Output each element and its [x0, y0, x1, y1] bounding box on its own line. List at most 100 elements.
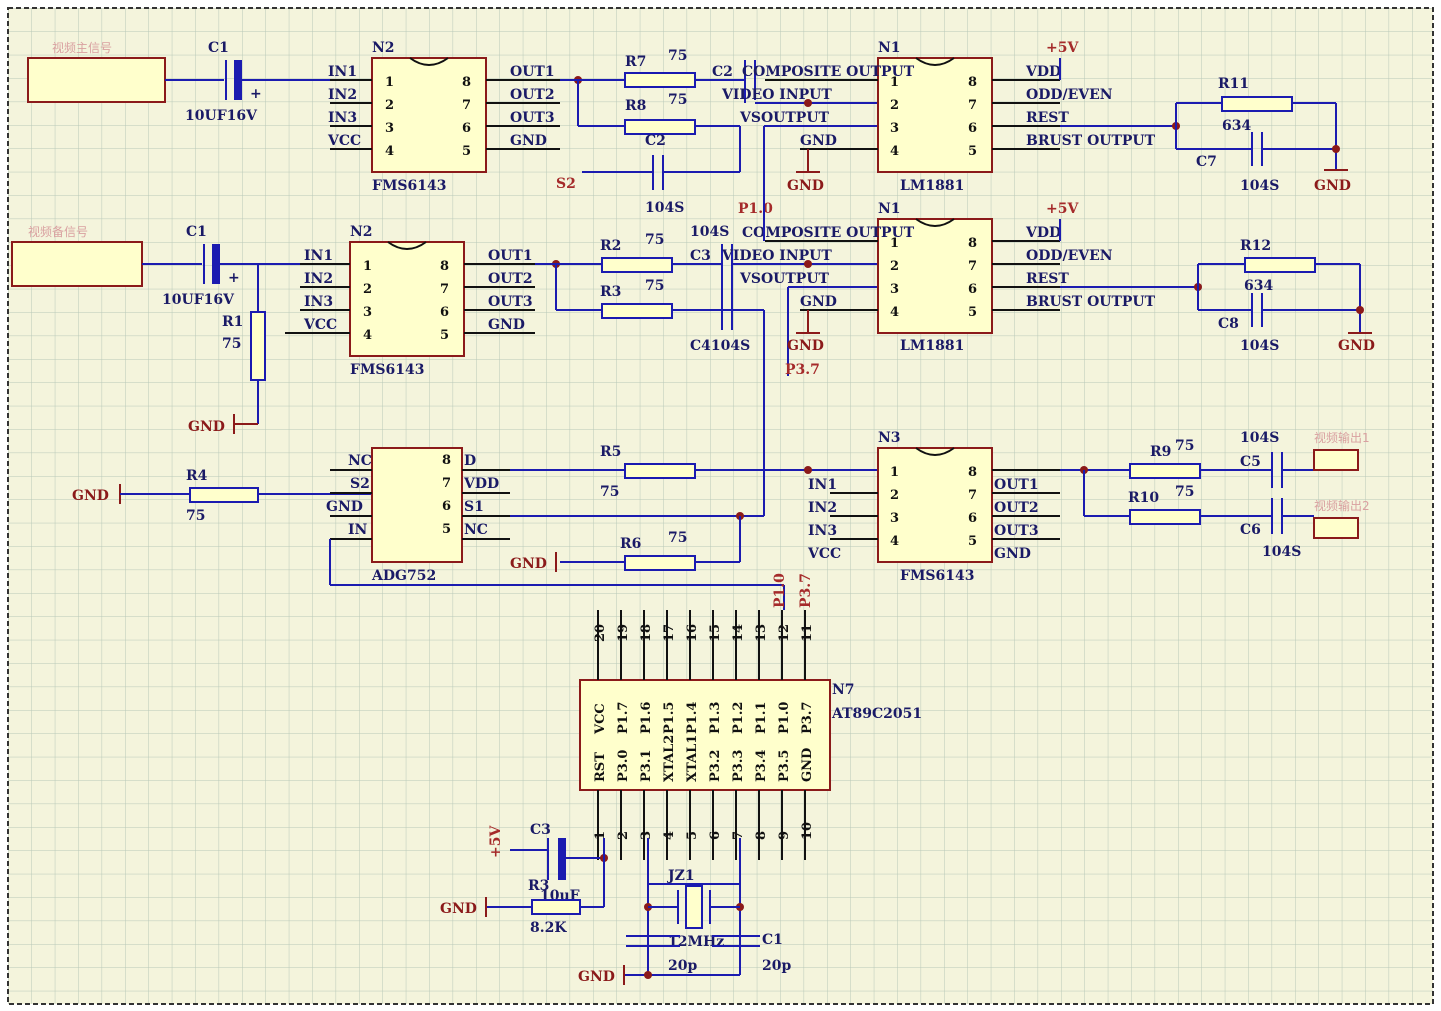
mcu-pin-name: P1.4 [685, 702, 700, 734]
output-1-label: 视频输出1 [1314, 430, 1370, 445]
s2-r1-ref: R1 [222, 314, 243, 330]
svg-text:5: 5 [440, 328, 449, 343]
s2-gnd-label: GND [188, 419, 225, 435]
svg-text:7: 7 [462, 98, 471, 113]
s3-gnd2-label: GND [510, 556, 547, 572]
s3-amp-out3: OUT3 [994, 523, 1039, 539]
s2-r2-val: 75 [645, 232, 664, 248]
s2-sep-out3: REST [1026, 271, 1069, 287]
mcu-pin-name: XTAL2 [662, 735, 677, 782]
s3-amp-in2: IN2 [808, 500, 837, 516]
s3-amp-out1: OUT1 [994, 477, 1039, 493]
svg-text:7: 7 [968, 98, 977, 113]
svg-text:1: 1 [890, 75, 899, 90]
s2-r12-ref: R12 [1240, 238, 1271, 254]
s2-cap-val: 10UF16V [162, 292, 235, 308]
s2-sep-out4: BRUST OUTPUT [1026, 294, 1156, 310]
s3-r9-ref: R9 [1150, 444, 1171, 460]
sheet-border [7, 7, 1434, 1005]
s1-amp-gnd: GND [510, 133, 547, 149]
s1-sep-in3: VSOUTPUT [739, 110, 830, 126]
s3-r10 [1129, 509, 1201, 525]
s1-r8 [624, 119, 696, 135]
svg-text:6: 6 [968, 121, 977, 136]
s2-amp-in1: IN1 [304, 248, 333, 264]
s3-amp-in1: IN1 [808, 477, 837, 493]
s1-amp-in2: IN2 [328, 87, 357, 103]
mcu-pin-name: P3.7 [800, 702, 815, 734]
s3-amp-gnd: GND [994, 546, 1031, 562]
mcu-pin-name: P1.6 [639, 702, 654, 734]
s3-r4-val: 75 [186, 508, 205, 524]
mcu-top-pin-number: 15 [708, 624, 723, 642]
s1-c2-ref: C2 [645, 133, 666, 149]
s1-sep-out4: BRUST OUTPUT [1026, 133, 1156, 149]
svg-text:8: 8 [440, 259, 449, 274]
svg-text:4: 4 [890, 305, 899, 320]
mcu-bottom-pin-number: 6 [708, 831, 723, 840]
s1-amp-out1: OUT1 [510, 64, 555, 80]
mcu-crystal [685, 885, 703, 929]
s3-r6 [624, 555, 696, 571]
s3-sw-l3: GND [326, 499, 363, 515]
mcu-r3-val: 8.2K [530, 920, 567, 936]
s1-vcc-label: +5V [1046, 40, 1079, 56]
mcu-pin-name: P1.5 [662, 702, 677, 734]
s1-gnd2-label: GND [1314, 178, 1351, 194]
output-2-label: 视频输出2 [1314, 498, 1370, 513]
mcu-bottom-pin-number: 3 [639, 831, 654, 840]
mcu-pin-name: P3.5 [777, 750, 792, 782]
s1-s2-label: S2 [556, 176, 576, 192]
mcu-top-pin-number: 20 [593, 624, 608, 642]
s2-sep-part: LM1881 [900, 338, 964, 354]
s3-sw-r2: VDD [463, 476, 499, 492]
mcu-top-pin-number: 19 [616, 624, 631, 642]
s2-amp-ref: N2 [350, 224, 373, 240]
s3-amp-vcc: VCC [807, 546, 841, 562]
s2-cap-ref: C1 [186, 224, 207, 240]
s1-amp-part: FMS6143 [372, 178, 447, 194]
svg-text:7: 7 [440, 282, 449, 297]
s3-c-val-bot: 104S [1262, 544, 1301, 560]
s3-r6-val: 75 [668, 530, 687, 546]
s1-r7-ref: R7 [625, 54, 646, 70]
s2-amp-in3: IN3 [304, 294, 333, 310]
s2-amp-in2: IN2 [304, 271, 333, 287]
s2-c8-val: 104S [1240, 338, 1279, 354]
mcu-r3 [531, 899, 581, 915]
s2-sep-in1: COMPOSITE OUTPUT [742, 225, 915, 241]
mcu-gnd-label: GND [440, 901, 477, 917]
s3-r4 [189, 487, 259, 503]
svg-text:1: 1 [890, 465, 899, 480]
s3-r10-ref: R10 [1128, 490, 1159, 506]
svg-text:2: 2 [385, 98, 394, 113]
s1-cap-val: 10UF16V [185, 108, 258, 124]
s1-sep-chip [877, 57, 993, 173]
s1-amp-in3: IN3 [328, 110, 357, 126]
s3-r10-val: 75 [1175, 484, 1194, 500]
s3-amp-chip [877, 447, 993, 563]
s1-amp-out2: OUT2 [510, 87, 555, 103]
output-connector-1 [1313, 449, 1359, 471]
s2-r1-val: 75 [222, 336, 241, 352]
s1-gnd-label: GND [787, 178, 824, 194]
mcu-top-pin-number: 13 [754, 624, 769, 642]
s1-amp-ref: N2 [372, 40, 395, 56]
s3-amp-part: FMS6143 [900, 568, 975, 584]
svg-text:4: 4 [890, 534, 899, 549]
mcu-pin-name: P3.2 [708, 750, 723, 782]
s3-amp-ref: N3 [878, 430, 901, 446]
mcu-gnd2-label: GND [578, 969, 615, 985]
svg-text:5: 5 [968, 534, 977, 549]
s1-sep-out1: VDD [1025, 64, 1061, 80]
s2-sep-in2: VIDEO INPUT [721, 248, 832, 264]
svg-text:6: 6 [968, 282, 977, 297]
s3-r4-ref: R4 [186, 468, 208, 484]
mcu-top-pin-number: 18 [639, 624, 654, 642]
mcu-pin-name: P3.4 [754, 750, 769, 782]
svg-text:6: 6 [442, 499, 451, 514]
s1-r8-ref: R8 [625, 98, 646, 114]
s2-r12-val: 634 [1244, 278, 1273, 294]
s2-c3-ref: C3 [690, 248, 711, 264]
